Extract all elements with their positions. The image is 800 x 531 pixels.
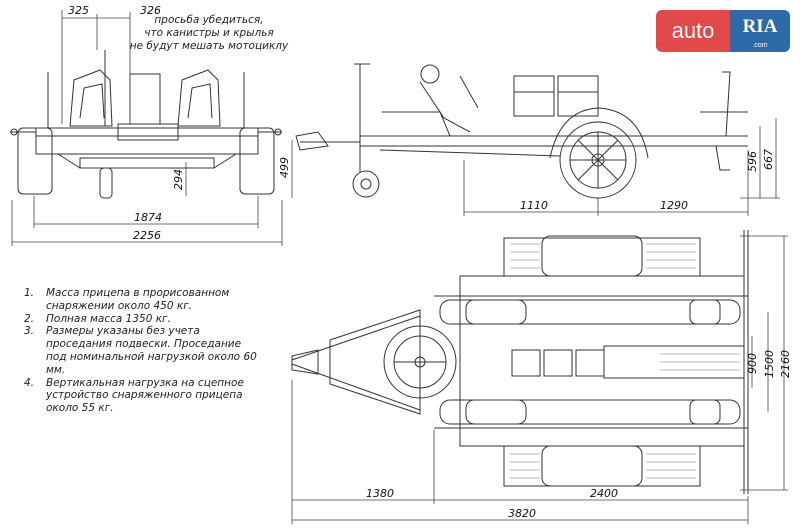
front-view bbox=[10, 50, 282, 199]
dim-596: 596 bbox=[746, 151, 759, 172]
dim-1500: 1500 bbox=[763, 350, 776, 378]
dim-1290: 1290 bbox=[660, 199, 688, 212]
note-number: 3. bbox=[24, 325, 35, 338]
note-item: 3. Размеры указаны без учета проседания п… bbox=[24, 325, 264, 376]
note-number: 1. bbox=[24, 287, 35, 299]
dim-2160: 2160 bbox=[779, 350, 792, 378]
watermark-domain-text: .com bbox=[752, 42, 768, 49]
dim-3820: 3820 bbox=[508, 507, 536, 520]
plan-view bbox=[291, 230, 749, 494]
dim-1874: 1874 bbox=[134, 211, 162, 224]
autoria-watermark: auto RIA .com bbox=[656, 10, 790, 52]
dim-1110: 1110 bbox=[520, 199, 548, 212]
dim-2256: 2256 bbox=[133, 229, 161, 242]
watermark-ria-text: RIA bbox=[742, 16, 778, 37]
dim-2400: 2400 bbox=[590, 487, 618, 500]
dim-326: 326 bbox=[140, 4, 161, 17]
notes-list: 1. Масса прицепа в прорисованном снаряжен… bbox=[24, 287, 264, 415]
note-item: 2. Полная масса 1350 кг. bbox=[24, 313, 264, 326]
dim-325: 325 bbox=[68, 4, 89, 17]
dim-667: 667 bbox=[762, 149, 775, 170]
warning-line: просьба убедиться, bbox=[154, 14, 264, 26]
note-text: Полная масса 1350 кг. bbox=[46, 312, 171, 325]
note-text: Масса прицепа в прорисованном снаряжении… bbox=[46, 287, 230, 312]
dim-1380: 1380 bbox=[366, 487, 394, 500]
dim-294: 294 bbox=[172, 169, 185, 190]
warning-note: просьба убедиться, что канистры и крылья… bbox=[124, 14, 294, 53]
watermark-auto-text: auto bbox=[656, 10, 730, 52]
dim-499: 499 bbox=[278, 157, 291, 178]
note-text: Вертикальная нагрузка на сцепное устройс… bbox=[46, 376, 244, 415]
note-item: 4. Вертикальная нагрузка на сцепное устро… bbox=[24, 377, 264, 415]
warning-line: не будут мешать мотоциклу bbox=[129, 40, 289, 52]
side-view bbox=[295, 63, 748, 199]
watermark-ria-block: RIA .com bbox=[730, 10, 790, 52]
warning-line: что канистры и крылья bbox=[144, 27, 274, 39]
note-text: Размеры указаны без учета проседания под… bbox=[46, 325, 257, 376]
dim-900: 900 bbox=[746, 353, 759, 374]
note-number: 2. bbox=[24, 312, 35, 325]
note-item: 1. Масса прицепа в прорисованном снаряжен… bbox=[24, 287, 264, 313]
note-number: 4. bbox=[24, 376, 35, 389]
dimension-lines bbox=[11, 10, 788, 524]
